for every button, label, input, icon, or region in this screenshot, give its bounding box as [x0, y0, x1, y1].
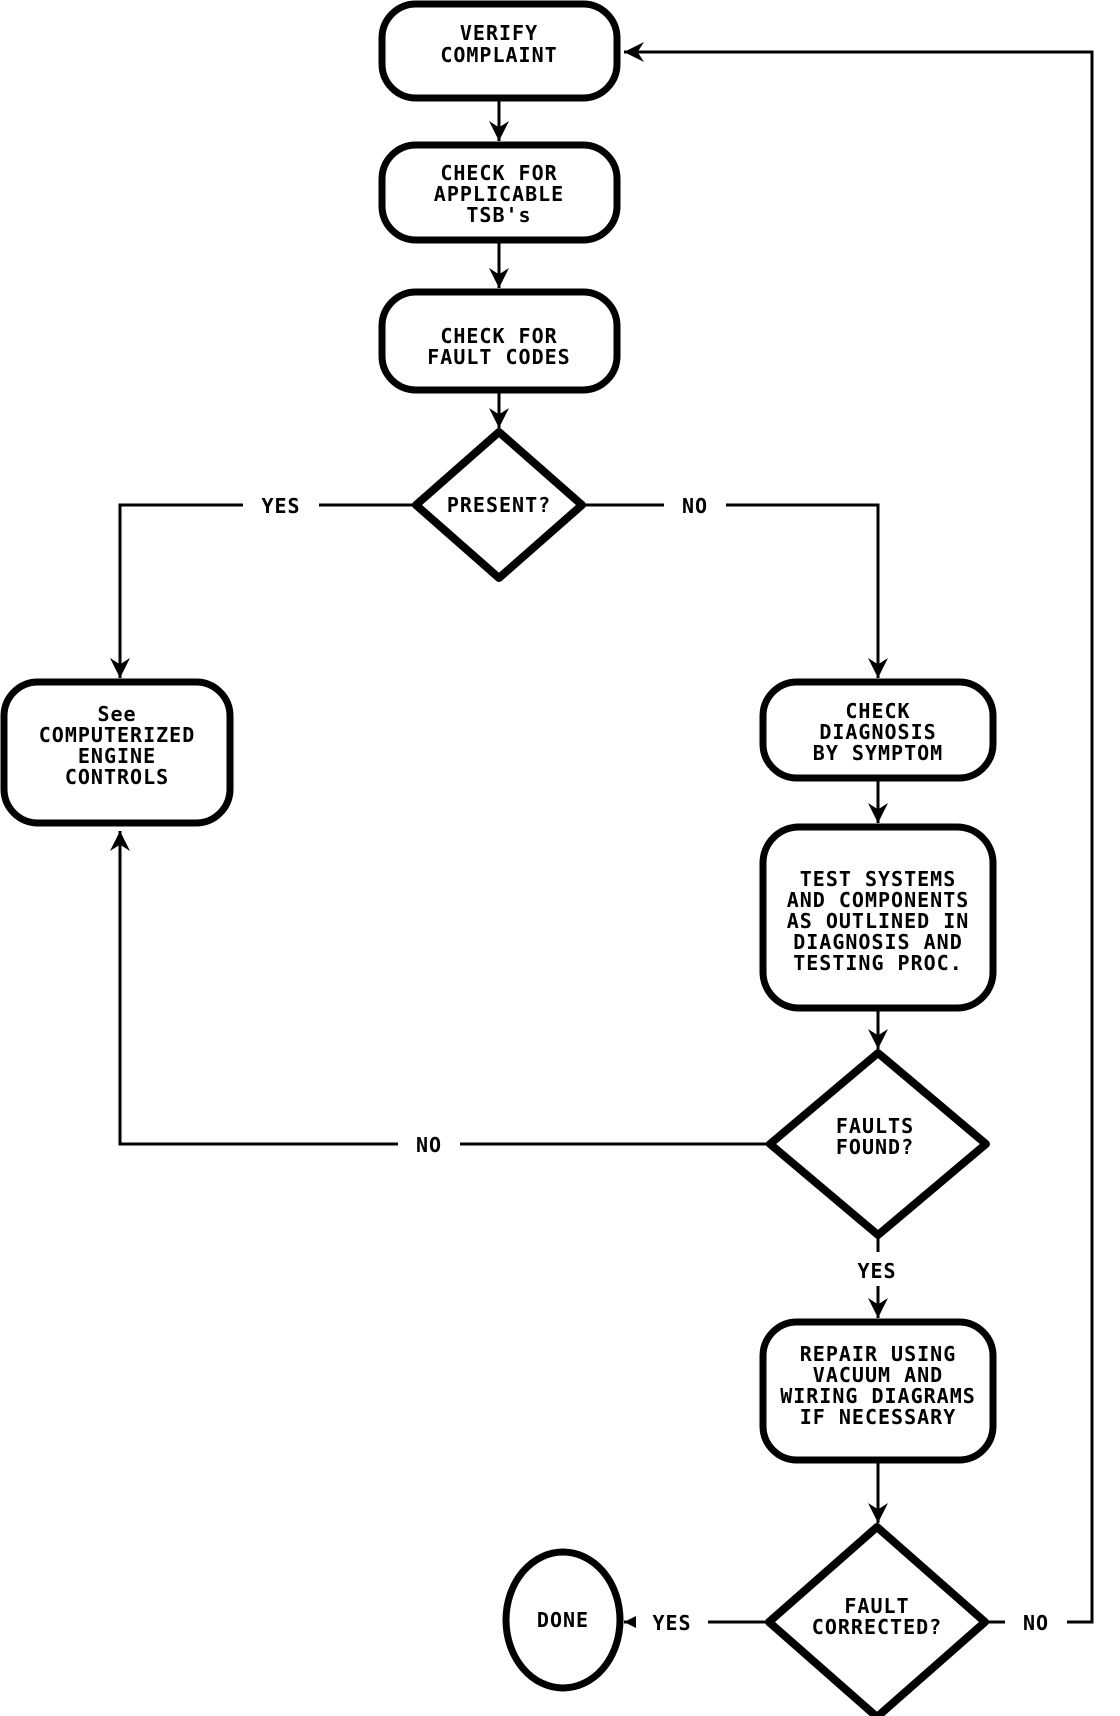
label-bg [398, 1126, 460, 1158]
node-text-line: WIRING DIAGRAMS [780, 1384, 976, 1408]
node-text-line: FAULTS [836, 1114, 914, 1138]
node-text-line: COMPUTERIZED [39, 723, 196, 747]
node-done-terminal: DONE [502, 1548, 624, 1692]
node-text-line: CHECK FOR [440, 161, 557, 185]
node-text-line: TEST SYSTEMS [800, 867, 957, 891]
node-text-line: FAULT CODES [427, 345, 570, 369]
edge-label-faults-found-no: NO [416, 1133, 442, 1157]
edge-label-fault-corrected-no: NO [1023, 1611, 1049, 1635]
process-box [759, 823, 997, 1012]
node-text-line: See [97, 702, 136, 726]
arrow-present-yes-to-engine-controls [110, 503, 416, 678]
edge-label-present-no: NO [682, 494, 708, 518]
label-bg [664, 487, 726, 519]
node-text-line: CHECK [845, 699, 910, 723]
node-text-line: FAULT [844, 1594, 909, 1618]
node-text-line: REPAIR USING [800, 1342, 957, 1366]
arrow-faultsfound-no-to-engine-controls [110, 831, 770, 1146]
node-check-fault-codes: CHECK FOR FAULT CODES [378, 288, 621, 394]
arrow-present-no-to-diagnosis [582, 503, 888, 678]
node-text-line: CONTROLS [65, 765, 169, 789]
node-text-line: TSB's [466, 203, 531, 227]
node-text-line: AS OUTLINED IN [787, 909, 970, 933]
node-test-systems: TEST SYSTEMS AND COMPONENTS AS OUTLINED … [759, 823, 997, 1012]
node-text-line: PRESENT? [447, 493, 551, 517]
edge-label-fault-corrected-yes: YES [652, 1611, 691, 1635]
process-box [378, 0, 621, 102]
node-text-line: DIAGNOSIS [819, 720, 936, 744]
node-faults-found-decision: FAULTS FOUND? [766, 1049, 990, 1239]
node-text-line: DONE [537, 1608, 589, 1632]
process-box [378, 141, 621, 244]
decision-diamond [765, 1523, 989, 1716]
node-repair: REPAIR USING VACUUM AND WIRING DIAGRAMS … [759, 1318, 997, 1464]
node-engine-controls: See COMPUTERIZED ENGINE CONTROLS [0, 678, 234, 827]
node-text-line: FOUND? [836, 1135, 914, 1159]
node-text-line: ENGINE [78, 744, 156, 768]
edge-label-present-yes: YES [261, 494, 300, 518]
terminal-circle [502, 1548, 624, 1692]
label-bg [844, 1252, 910, 1286]
label-bg [1005, 1604, 1067, 1636]
label-bg [243, 487, 319, 519]
process-box [759, 678, 997, 782]
node-fault-corrected-decision: FAULT CORRECTED? [765, 1523, 989, 1716]
node-text-line: AND COMPONENTS [787, 888, 970, 912]
node-text-line: IF NECESSARY [800, 1405, 957, 1429]
process-box [0, 678, 234, 827]
edge-label-faults-found-yes: YES [857, 1259, 896, 1283]
node-text-line: BY SYMPTOM [813, 741, 943, 765]
decision-diamond [766, 1049, 990, 1239]
decision-diamond [412, 428, 586, 582]
node-text-line: COMPLAINT [440, 43, 557, 67]
node-verify-complaint: VERIFY COMPLAINT [378, 0, 621, 102]
node-text-line: TESTING PROC. [793, 951, 963, 975]
node-text-line: CORRECTED? [812, 1615, 942, 1639]
process-box [378, 288, 621, 394]
process-box [759, 1318, 997, 1464]
node-text-line: DIAGNOSIS AND [793, 930, 963, 954]
label-bg [636, 1604, 708, 1636]
node-check-diagnosis: CHECK DIAGNOSIS BY SYMPTOM [759, 678, 997, 782]
edge-labels: YES NO NO YES YES NO [243, 487, 1067, 1636]
node-text-line: VACUUM AND [813, 1363, 943, 1387]
node-present-decision: PRESENT? [412, 428, 586, 582]
node-check-tsbs: CHECK FOR APPLICABLE TSB's [378, 141, 621, 244]
node-text-line: APPLICABLE [434, 182, 564, 206]
node-text-line: VERIFY [460, 21, 538, 45]
node-text-line: CHECK FOR [440, 324, 557, 348]
